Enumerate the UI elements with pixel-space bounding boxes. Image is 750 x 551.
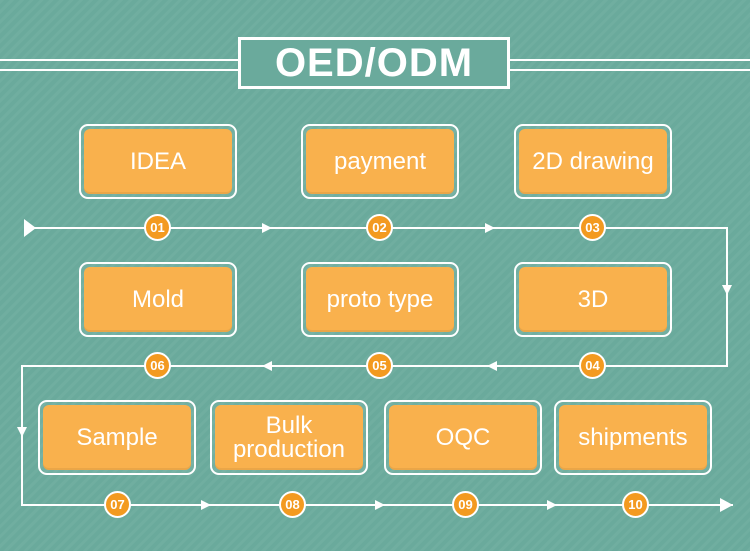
step-label: proto type xyxy=(306,267,454,332)
step-number-badge: 10 xyxy=(622,491,649,518)
step-label: Bulk production xyxy=(215,405,363,470)
step-number-badge: 07 xyxy=(104,491,131,518)
step-label: IDEA xyxy=(84,129,232,194)
page-title: OED/ODM xyxy=(238,37,510,89)
step-label: 2D drawing xyxy=(519,129,667,194)
arrow-down-icon xyxy=(17,427,27,437)
step-sample: Sample xyxy=(38,400,196,475)
arrow-left-icon xyxy=(487,361,497,371)
arrow-right-icon xyxy=(547,500,557,510)
arrow-right-icon xyxy=(375,500,385,510)
step-number-badge: 04 xyxy=(579,352,606,379)
step-number-badge: 02 xyxy=(366,214,393,241)
step-bulk-production: Bulk production xyxy=(210,400,368,475)
step-number-badge: 03 xyxy=(579,214,606,241)
step-number-badge: 08 xyxy=(279,491,306,518)
step-mold: Mold xyxy=(79,262,237,337)
step-idea: IDEA xyxy=(79,124,237,199)
arrow-right-icon xyxy=(201,500,211,510)
step-label: Mold xyxy=(84,267,232,332)
step-3d: 3D xyxy=(514,262,672,337)
start-arrow-icon xyxy=(24,219,36,237)
step-label: shipments xyxy=(559,405,707,470)
step-label: Sample xyxy=(43,405,191,470)
step-label: 3D xyxy=(519,267,667,332)
step-payment: payment xyxy=(301,124,459,199)
step-number-badge: 01 xyxy=(144,214,171,241)
step-label: OQC xyxy=(389,405,537,470)
step-oqc: OQC xyxy=(384,400,542,475)
arrow-right-icon xyxy=(262,223,272,233)
step-2d-drawing: 2D drawing xyxy=(514,124,672,199)
end-arrow-icon xyxy=(720,498,733,512)
arrow-right-icon xyxy=(485,223,495,233)
step-number-badge: 05 xyxy=(366,352,393,379)
step-number-badge: 09 xyxy=(452,491,479,518)
step-shipments: shipments xyxy=(554,400,712,475)
step-number-badge: 06 xyxy=(144,352,171,379)
step-label: payment xyxy=(306,129,454,194)
arrow-left-icon xyxy=(262,361,272,371)
step-proto-type: proto type xyxy=(301,262,459,337)
arrow-down-icon xyxy=(722,285,732,295)
